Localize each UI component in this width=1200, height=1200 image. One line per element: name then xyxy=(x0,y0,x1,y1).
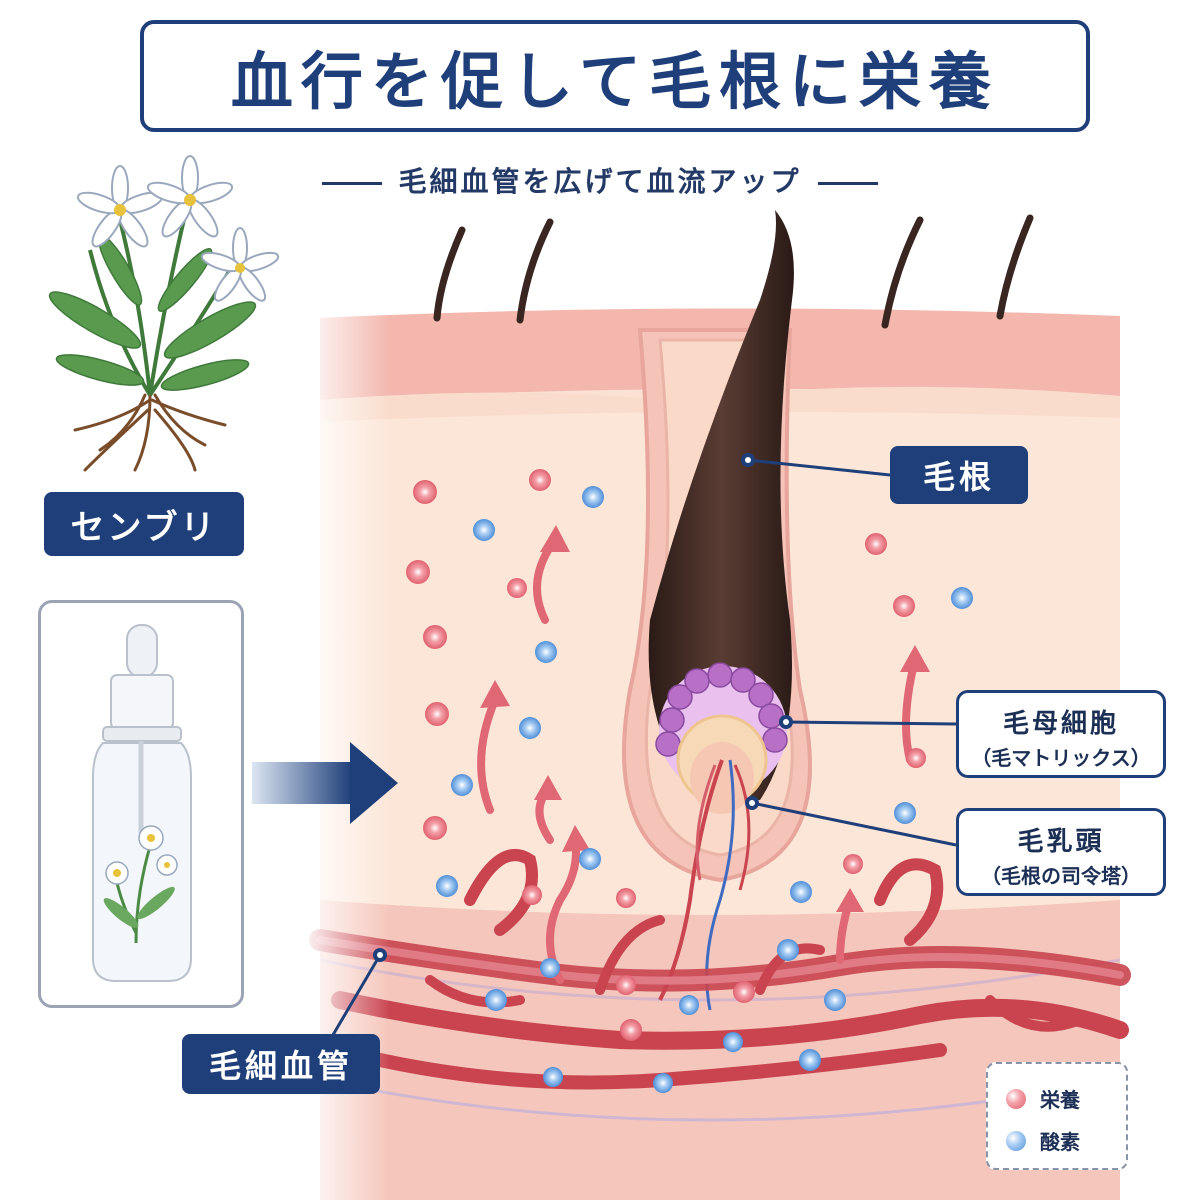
legend-label-nutrition: 栄養 xyxy=(1040,1088,1080,1112)
matrix-cell-sublabel: （毛マトリックス） xyxy=(971,746,1151,770)
subtitle-text: 毛細血管を広げて血流アップ xyxy=(398,165,802,198)
matrix-cell-callout: 毛母細胞 （毛マトリックス） xyxy=(956,690,1166,778)
title-box: 血行を促して毛根に栄養 xyxy=(140,20,1090,132)
capillary-label: 毛細血管 xyxy=(182,1034,380,1094)
hair-root-label: 毛根 xyxy=(890,446,1028,504)
product-panel xyxy=(38,600,244,1008)
flow-arrow-icon xyxy=(252,742,398,824)
dermal-papilla-callout: 毛乳頭 （毛根の司令塔） xyxy=(956,808,1166,896)
legend-item-oxygen: 酸素 xyxy=(1006,1126,1080,1155)
subtitle-rule-left xyxy=(322,181,383,185)
nutrition-dot-icon xyxy=(1006,1088,1026,1109)
legend: 栄養 酸素 xyxy=(986,1062,1128,1170)
matrix-cell-label: 毛母細胞 xyxy=(1002,709,1119,739)
oxygen-dot-icon xyxy=(1006,1130,1026,1151)
dropper-bottle-icon xyxy=(92,624,192,982)
dermal-papilla-label: 毛乳頭 xyxy=(1017,827,1105,857)
subtitle: 毛細血管を広げて血流アップ xyxy=(0,160,1200,200)
legend-label-oxygen: 酸素 xyxy=(1040,1130,1080,1154)
senburi-plant-icon xyxy=(48,155,280,472)
page-title: 血行を促して毛根に栄養 xyxy=(230,45,1000,118)
dermal-papilla-sublabel: （毛根の司令塔） xyxy=(981,864,1141,888)
plant-label: センブリ xyxy=(44,492,244,556)
subtitle-rule-right xyxy=(817,181,878,185)
legend-item-nutrition: 栄養 xyxy=(1006,1084,1080,1113)
